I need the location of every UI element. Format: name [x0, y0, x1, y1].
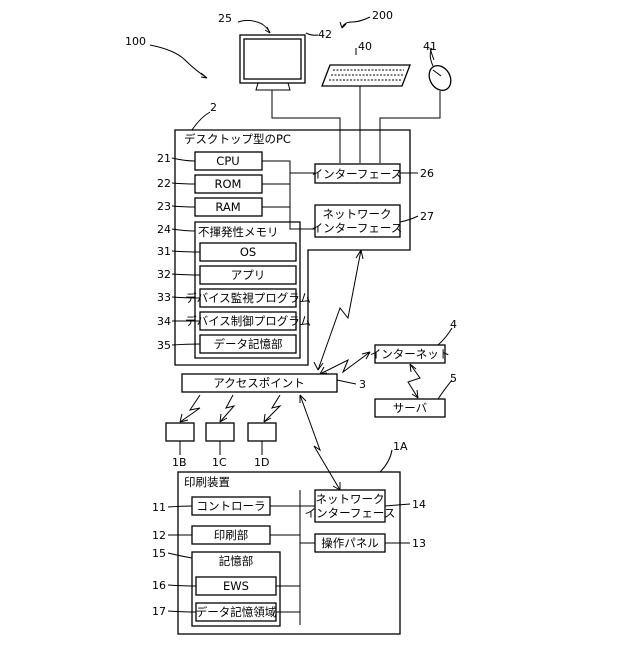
pc-title: デスクトップ型のPC: [184, 132, 291, 146]
ref-200: 200: [372, 9, 393, 22]
ref-41: 41: [423, 40, 437, 53]
ref-33: 33: [157, 291, 171, 304]
ref-26: 26: [420, 167, 434, 180]
ref-16: 16: [152, 579, 166, 592]
ref-11: 11: [152, 501, 166, 514]
ref-15: 15: [152, 547, 166, 560]
ref-24: 24: [157, 223, 171, 236]
ref-27: 27: [420, 210, 434, 223]
server-label: サーバ: [393, 401, 428, 415]
mouse: [425, 48, 455, 94]
pc-net-if-label-1: ネットワーク: [323, 207, 392, 221]
device-1c: [206, 423, 234, 441]
pc-net-if-label-2: インターフェース: [312, 221, 403, 235]
rom-label: ROM: [215, 177, 242, 191]
ref-14: 14: [412, 498, 426, 511]
internet-label: インターネット: [370, 347, 451, 361]
os-label: OS: [240, 245, 256, 259]
printer-title: 印刷装置: [184, 475, 230, 489]
data-store-label: データ記憶部: [214, 337, 283, 351]
printer-net-if-label-1: ネットワーク: [316, 492, 385, 506]
ref-17: 17: [152, 605, 166, 618]
ref-100: 100: [125, 35, 146, 48]
ref-34: 34: [157, 315, 171, 328]
ref-3: 3: [359, 378, 366, 391]
ref-31: 31: [157, 245, 171, 258]
ref-32: 32: [157, 268, 171, 281]
device-monitor-label: デバイス監視プログラム: [185, 291, 311, 305]
ref-5: 5: [450, 372, 457, 385]
ref-40: 40: [358, 40, 372, 53]
monitor: [240, 35, 305, 90]
data-area-label: データ記憶領域: [196, 605, 277, 619]
ews-label: EWS: [223, 579, 249, 593]
app-label: アプリ: [231, 268, 266, 282]
ref-4: 4: [450, 318, 457, 331]
print-unit-label: 印刷部: [214, 528, 249, 542]
printer-net-if-label-2: インターフェース: [305, 506, 396, 520]
ref-23: 23: [157, 200, 171, 213]
keyboard: [322, 65, 410, 86]
ref-25: 25: [218, 12, 232, 25]
cpu-label: CPU: [216, 154, 239, 168]
ref-1C: 1C: [212, 456, 227, 469]
ref-22: 22: [157, 177, 171, 190]
storage-label: 記憶部: [219, 554, 254, 568]
access-point-label: アクセスポイント: [213, 376, 304, 390]
nvm-label: 不揮発性メモリ: [198, 225, 279, 239]
ram-label: RAM: [215, 200, 240, 214]
ref-21: 21: [157, 152, 171, 165]
device-1b: [166, 423, 194, 441]
device-control-label: デバイス制御プログラム: [185, 314, 311, 328]
ref-42: 42: [318, 28, 332, 41]
ref-2: 2: [210, 101, 217, 114]
controller-label: コントローラ: [197, 499, 266, 513]
device-1d: [248, 423, 276, 441]
ref-1D: 1D: [254, 456, 269, 469]
ref-12: 12: [152, 529, 166, 542]
ref-1B: 1B: [172, 456, 187, 469]
ref-35: 35: [157, 339, 171, 352]
ref-13: 13: [412, 537, 426, 550]
pc-interface-label: インターフェース: [312, 167, 403, 181]
op-panel-label: 操作パネル: [321, 536, 379, 550]
ref-1A: 1A: [393, 440, 408, 453]
